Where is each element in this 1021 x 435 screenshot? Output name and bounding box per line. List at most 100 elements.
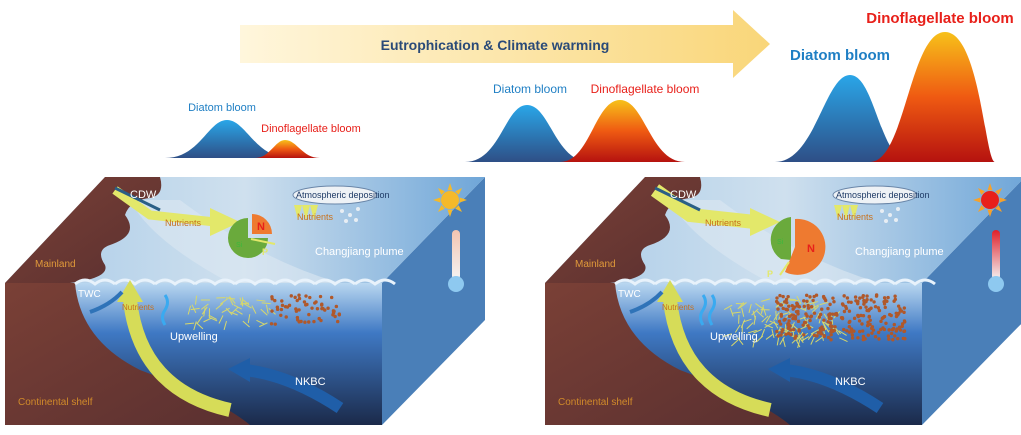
dinoflagellate-cell [783, 300, 786, 303]
dinoflagellate-cell [787, 327, 790, 330]
dinoflagellate-cell [810, 315, 813, 318]
dinoflagellate-cell [778, 294, 781, 297]
dinoflagellate-cell [856, 300, 859, 303]
upwelling-nutrients-label: Nutrients [122, 303, 154, 312]
dinoflagellate-cell [903, 306, 906, 309]
dinoflagellate-cell [813, 334, 816, 337]
trend-arrow: Eutrophication & Climate warming [240, 10, 770, 78]
rain-drop-icon [344, 219, 348, 223]
dinoflagellate-cell [840, 316, 843, 319]
dinoflagellate-cell [858, 319, 861, 322]
dinoflagellate-cell [805, 314, 808, 317]
dinoflagellate-cell [865, 298, 868, 301]
dinoflagellate-cell [856, 336, 859, 339]
dinoflagellate-cell [332, 311, 335, 314]
nkbc-label: NKBC [835, 376, 866, 388]
dinoflagellate-cell [881, 326, 884, 329]
twc-label: TWC [618, 289, 641, 300]
dinoflagellate-cell [867, 315, 870, 318]
dinoflagellate-cell [822, 295, 825, 298]
dinoflagellate-cell [812, 295, 815, 298]
dinoflagellate-cell [791, 304, 794, 307]
dinoflagellate-cell [859, 306, 862, 309]
atm-nutrients-label: Nutrients [297, 212, 334, 222]
dinoflagellate-cell [872, 300, 875, 303]
bloom-large: Diatom bloom Dinoflagellate bloom [775, 10, 1014, 162]
rain-drop-icon [880, 209, 884, 213]
dinoflagellate-cell [314, 300, 317, 303]
dinoflagellate-cell [895, 327, 898, 330]
rain-drop-icon [896, 207, 900, 211]
pie-n-label: N [807, 243, 815, 255]
dinoflagellate-cell [896, 337, 899, 340]
dinoflagellate-cell [775, 330, 778, 333]
dinoflagellate-cell [797, 320, 800, 323]
diatom-cell [262, 303, 271, 304]
dinoflagellate-cell [819, 329, 822, 332]
thermometer-tube [452, 230, 460, 280]
dinoflagellate-cell [884, 322, 887, 325]
mainland-label: Mainland [575, 259, 616, 270]
dinoflagellate-cell [903, 337, 906, 340]
dinoflagellate-cell [312, 320, 315, 323]
dinoflagellate-cell [787, 323, 790, 326]
changjiang-plume-label: Changjiang plume [855, 246, 944, 258]
dinoflagellate-cell [783, 318, 786, 321]
dinoflagellate-cell [894, 298, 897, 301]
pie-si-label: Si [236, 242, 243, 249]
dinoflagellate-cell [820, 325, 823, 328]
dinoflagellate-cell [824, 299, 827, 302]
sun-icon [433, 183, 467, 217]
rain-drop-icon [884, 219, 888, 223]
dinoflagellate-cell [864, 305, 867, 308]
dinoflagellate-cell [882, 300, 885, 303]
dinoflagellate-cell [822, 318, 825, 321]
dinoflagellate-cell [887, 337, 890, 340]
dinoflagellate-cell [870, 331, 873, 334]
dinoflagellate-cell [869, 319, 872, 322]
dinoflagellate-cell [829, 333, 832, 336]
dinoflagellate-cell [822, 335, 825, 338]
dinoflagellate-cell [862, 302, 865, 305]
diatom-cell [776, 311, 777, 320]
dinoflagellate-cell [775, 300, 778, 303]
dinoflagellate-cell [807, 306, 810, 309]
dinoflagellate-cell [901, 325, 904, 328]
dinoflagellate-cell [792, 314, 795, 317]
dinoflagellate-cell [867, 333, 870, 336]
diatom-peak-medium [465, 105, 590, 162]
dinoflagellate-cell [883, 296, 886, 299]
dinoflagellate-cell [330, 296, 333, 299]
dinoflagellate-cell [303, 300, 306, 303]
dinoflagellate-cell [858, 330, 861, 333]
dinoflagellate-cell [276, 305, 279, 308]
upwelling-label: Upwelling [710, 331, 758, 343]
dinoflagellate-cell [808, 295, 811, 298]
dinoflagellate-cell [826, 320, 829, 323]
dinoflagellate-cell [895, 315, 898, 318]
atmospheric-deposition-label: Atmospheric deposition [296, 190, 390, 200]
dinoflagellate-cell [846, 296, 849, 299]
dinoflagellate-cell [845, 329, 848, 332]
diatom-label-small: Diatom bloom [188, 102, 256, 114]
dinoflagellate-cell [865, 294, 868, 297]
dinoflagellate-cell [308, 296, 311, 299]
dinoflagellate-cell [780, 313, 783, 316]
diatom-label-medium: Diatom bloom [493, 82, 567, 96]
dinoflagellate-cell [862, 299, 865, 302]
trend-label: Eutrophication & Climate warming [381, 37, 610, 53]
dinoflagellate-cell [781, 295, 784, 298]
dinoflagellate-cell [848, 321, 851, 324]
dinoflagellate-cell [271, 297, 274, 300]
pie-p-label: P [767, 269, 773, 279]
dinoflagellate-cell [801, 323, 804, 326]
dinoflagellate-cell [860, 322, 863, 325]
dinoflagellate-cell [280, 308, 283, 311]
dinoflagellate-cell [892, 327, 895, 330]
dinoflagellate-cell [310, 306, 313, 309]
rain-drop-icon [356, 207, 360, 211]
dinoflagellate-cell [297, 320, 300, 323]
dinoflagellate-cell [779, 322, 782, 325]
dinoflagellate-cell [820, 308, 823, 311]
